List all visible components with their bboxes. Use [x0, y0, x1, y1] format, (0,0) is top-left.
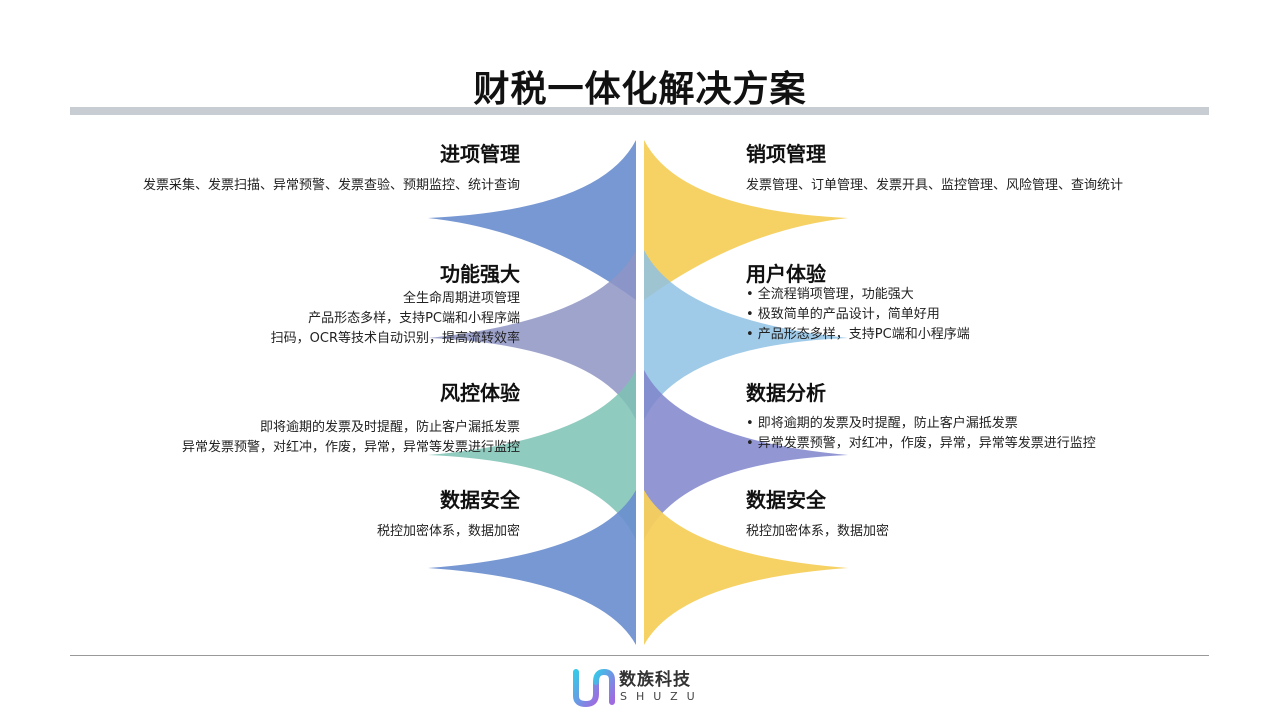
shape-right-4: [644, 490, 848, 645]
shape-left-3: [428, 370, 636, 540]
right-text-3-line-2: • 异常发票预警，对红冲，作废，异常，异常等发票进行监控: [746, 436, 1096, 451]
left-heading-3: 风控体验: [440, 381, 520, 405]
right-text-3: • 即将逾期的发票及时提醒，防止客户漏抵发票 • 异常发票预警，对红冲，作废，异…: [746, 414, 1096, 454]
right-text-4: 税控加密体系，数据加密: [746, 524, 890, 539]
title-divider: [70, 107, 1209, 115]
left-text-4: 税控加密体系，数据加密: [376, 524, 520, 539]
shuzu-logo-icon: [573, 668, 615, 708]
right-heading-1: 销项管理: [746, 142, 826, 166]
right-heading-4: 数据安全: [746, 488, 826, 512]
shape-left-1: [428, 140, 636, 300]
left-text-1: 发票采集、发票扫描、异常预警、发票查验、预期监控、统计查询: [142, 178, 520, 193]
right-text-2-line-2: • 极致简单的产品设计，简单好用: [746, 307, 940, 322]
left-text-2-line-2: 产品形态多样，支持PC端和小程序端: [308, 311, 520, 326]
right-heading-3: 数据分析: [746, 381, 826, 405]
left-text-2-line-1: 全生命周期进项管理: [402, 291, 520, 306]
footer-divider: [70, 655, 1209, 656]
shape-left-2: [428, 250, 636, 420]
shape-right-2: [644, 250, 848, 420]
logo-subtitle: SHUZU: [620, 690, 704, 703]
right-text-1: 发票管理、订单管理、发票开具、监控管理、风险管理、查询统计: [746, 178, 1124, 193]
left-text-3: 即将逾期的发票及时提醒，防止客户漏抵发票 异常发票预警，对红冲，作废，异常，异常…: [182, 418, 520, 458]
shape-right-1: [644, 140, 848, 300]
left-heading-4: 数据安全: [440, 488, 520, 512]
left-text-3-line-1: 即将逾期的发票及时提醒，防止客户漏抵发票: [259, 420, 520, 435]
left-heading-1: 进项管理: [440, 142, 520, 166]
right-heading-2: 用户体验: [746, 262, 826, 286]
logo-name: 数族科技: [619, 670, 691, 690]
page-title: 财税一体化解决方案: [473, 69, 807, 110]
shape-right-3: [644, 370, 848, 540]
right-text-2-line-3: • 产品形态多样，支持PC端和小程序端: [746, 327, 970, 342]
right-text-2: • 全流程销项管理，功能强大 • 极致简单的产品设计，简单好用 • 产品形态多样…: [746, 285, 970, 345]
right-text-2-line-1: • 全流程销项管理，功能强大: [746, 287, 914, 302]
left-heading-2: 功能强大: [440, 262, 520, 286]
right-text-3-line-1: • 即将逾期的发票及时提醒，防止客户漏抵发票: [746, 416, 1018, 431]
shape-left-4: [428, 490, 636, 645]
left-text-2-line-3: 扫码，OCR等技术自动识别，提高流转效率: [270, 331, 520, 346]
left-text-2: 全生命周期进项管理 产品形态多样，支持PC端和小程序端 扫码，OCR等技术自动识…: [271, 289, 520, 349]
left-text-3-line-2: 异常发票预警，对红冲，作废，异常，异常等发票进行监控: [181, 440, 520, 455]
